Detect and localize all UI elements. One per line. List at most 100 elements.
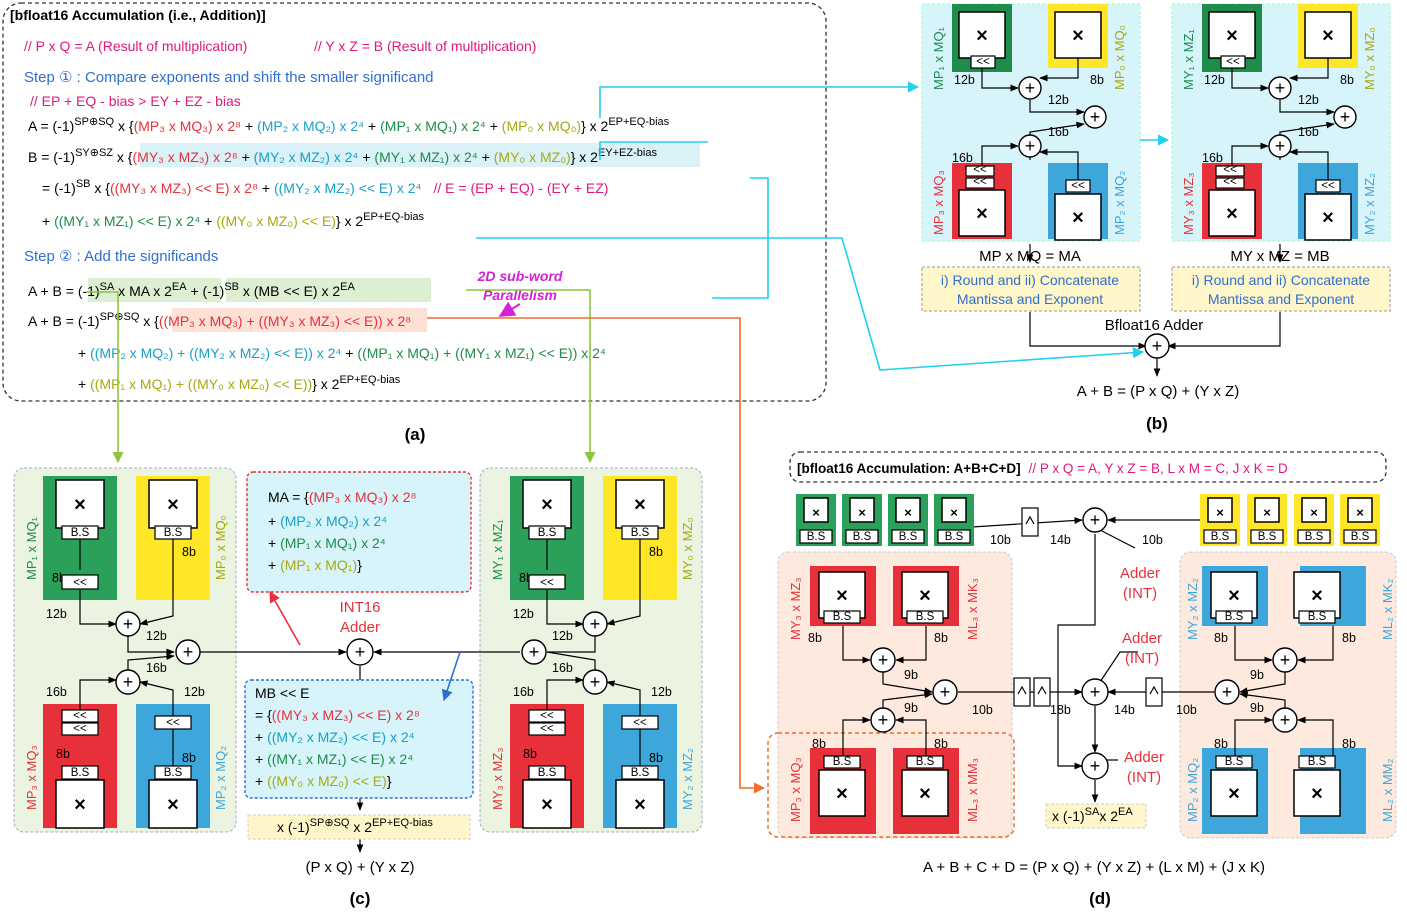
adder-d-top — [1082, 507, 1108, 533]
adder-b-right-bot-plus: + — [1275, 136, 1286, 156]
width-d-l-9b: 9b — [904, 701, 918, 715]
adder-bot-label-2: (INT) — [1127, 769, 1161, 786]
wire-d-adder-mid-lead — [1099, 651, 1138, 683]
label-d-left-br: ML₃ x MM₃ — [965, 758, 980, 822]
mult-c-right-tr-x: × — [634, 494, 646, 516]
width-c-l-16a: 16b — [146, 661, 167, 675]
ma-line-2: + (MP₂ x MQ₂) x 2⁴ — [268, 513, 387, 529]
adder-d-left-sum — [932, 679, 958, 705]
width-b-r-8: 8b — [1340, 73, 1354, 87]
panel-d-title: [bfloat16 Accumulation: A+B+C+D]// P x Q… — [797, 461, 1288, 476]
shift-b-right-br-label: << — [1321, 180, 1335, 192]
small-mult-d-5-x: × — [1263, 505, 1271, 520]
shift-marker-d-0 — [1021, 507, 1039, 537]
small-bs-d-3-label: B.S — [945, 531, 964, 543]
width-c-l-8c: 8b — [56, 747, 70, 761]
shift-b-right-bl-2-label: << — [1223, 176, 1237, 188]
wire-b-round-left — [1029, 312, 1147, 350]
adder-b-bfloat16 — [1144, 333, 1170, 359]
wire-d-l2 — [895, 626, 927, 664]
mult-d-left-br — [901, 769, 949, 817]
adder-d-left-top-plus: + — [878, 650, 889, 670]
adder-d-right-top-plus: + — [1280, 650, 1291, 670]
int16-adder-label-2: Adder — [340, 619, 380, 636]
adder-b-bfloat16-plus: + — [1152, 336, 1163, 356]
parallelism-label-2: Parallelism — [483, 287, 557, 303]
shift-c-right-tl — [528, 574, 566, 590]
width-d-mid-14: 14b — [1114, 703, 1135, 717]
shift-c-right-br-label: << — [633, 717, 647, 729]
cyan-arrow-a-eqb-to-b-right — [599, 141, 708, 160]
wire-d-r2 — [1297, 626, 1334, 664]
round-b-right-1: i) Round and ii) Concatenate — [1192, 272, 1370, 288]
width-c-r-16a: 16b — [552, 661, 573, 675]
bs-d-left-br — [906, 755, 944, 769]
ma-box — [246, 471, 472, 593]
mult-c-left-br — [148, 779, 198, 829]
small-mult-d-2-x: × — [904, 505, 912, 520]
mult-c-right-br — [615, 779, 665, 829]
label-c-left-tr: MP₀ x MQ₀ — [213, 515, 228, 580]
small-bs-d-2 — [891, 529, 925, 544]
round-box-b-right — [1171, 266, 1391, 312]
adder-d-right-top — [1272, 647, 1298, 673]
panel-d-title-frame — [789, 451, 1387, 483]
wire-b-l1 — [981, 66, 1019, 92]
adder-b-left-top — [1018, 76, 1042, 100]
highlight-eq-b — [140, 143, 700, 167]
bs-d-right-tl-label: B.S — [1225, 611, 1244, 623]
adder-b-left-sum — [1083, 105, 1107, 129]
adder-b-right-sum-plus: + — [1340, 107, 1351, 127]
label-d-right-br: ML₂ x MM₂ — [1380, 758, 1395, 822]
step1-text: Step ① : Compare exponents and shift the… — [24, 69, 434, 86]
bs-d-right-tl — [1215, 610, 1253, 624]
label-c-right-br: MY₂ x MZ₂ — [680, 748, 695, 810]
wire-c-r3 — [606, 538, 641, 626]
exp-box-d — [1045, 803, 1147, 829]
label-b-right-bl: MY₃ x MZ₃ — [1181, 172, 1196, 235]
small-bs-d-3 — [937, 529, 971, 544]
wire-d-l1 — [842, 626, 871, 664]
width-d-top-10b: 10b — [1142, 533, 1163, 547]
mult-b-left-br-x: × — [1072, 207, 1084, 229]
panel-a-title: [bfloat16 Accumulation (i.e., Addition)] — [10, 7, 266, 23]
width-c-r-8b: 8b — [649, 545, 663, 559]
mult-c-right-tr — [615, 479, 665, 529]
adder-bot-label-1: Adder — [1124, 749, 1164, 766]
mult-b-right-bl — [1208, 189, 1256, 237]
small-mult-d-0-x: × — [812, 505, 820, 520]
equation-sum-2: A + B = (-1)SP⊕SQ x {((MP₃ x MQ₃) + ((MY… — [28, 311, 411, 329]
wire-d-r4 — [1239, 691, 1286, 708]
small-mult-d-7 — [1347, 497, 1373, 523]
bs-c-right-bl — [528, 765, 566, 780]
shift-c-left-bl-1-label: << — [73, 710, 87, 722]
result-b-left: MP x MQ = MA — [979, 248, 1081, 265]
shift-c-right-tl-label: << — [540, 577, 554, 589]
bs-c-right-bl-label: B.S — [538, 767, 557, 779]
label-d-left-tl: MY₃ x MZ₃ — [788, 577, 803, 640]
exp-c: x (-1)SP⊕SQ x 2EP+EQ-bias — [277, 817, 433, 835]
mb-line-0: MB << E — [255, 685, 309, 701]
small-bs-d-1 — [845, 529, 879, 544]
mult-d-left-tl — [818, 571, 866, 619]
wire-c-l3 — [139, 538, 174, 626]
label-b-left-bl: MP₃ x MQ₃ — [931, 170, 946, 235]
arrow-to-mb — [441, 651, 461, 702]
wire-d-l5 — [842, 716, 871, 760]
wire-b-r5 — [1231, 142, 1269, 170]
round-b-left-2: Mantissa and Exponent — [957, 291, 1103, 307]
shift-marker-d-2 — [1033, 677, 1051, 707]
highlight-s1-a — [88, 278, 221, 302]
bs-d-left-tl — [823, 610, 861, 624]
adder-c-left-bot-plus: + — [123, 672, 134, 692]
width-c-r-8d: 8b — [649, 751, 663, 765]
mb-line-3: + ((MY₁ x MZ₁) << E) x 2⁴ — [255, 751, 413, 767]
equation-a: A = (-1)SP⊕SQ x {(MP₃ x MQ₃) x 2⁸ + (MP₂… — [28, 116, 670, 134]
wire-d-r5 — [1234, 716, 1273, 760]
equation-b: B = (-1)SY⊕SZ x {(MY₃ x MZ₃) x 2⁸ + (MY₂… — [28, 147, 657, 165]
label-c-right-bl: MY₃ x MZ₃ — [490, 747, 505, 810]
mult-d-left-tl-x: × — [836, 585, 848, 607]
parallelism-arrow — [498, 301, 521, 317]
mb-line-2: + ((MY₂ x MZ₂) << E) x 2⁴ — [255, 729, 415, 745]
small-mult-d-7-x: × — [1356, 505, 1364, 520]
